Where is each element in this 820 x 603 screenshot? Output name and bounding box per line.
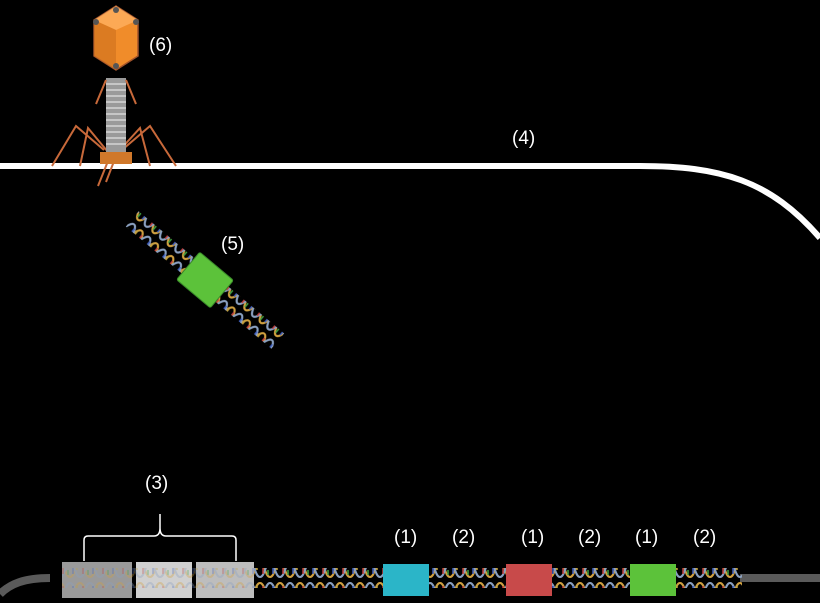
spacer-block-red — [506, 564, 552, 596]
label-spacer-3: (2) — [693, 527, 716, 548]
label-spacer-2: (2) — [578, 527, 601, 548]
label-membrane: (4) — [512, 128, 535, 149]
cas-genes-bracket — [83, 514, 237, 561]
label-injected-dna: (5) — [221, 234, 244, 255]
label-repeat-2: (1) — [521, 527, 544, 548]
chromosome-left-end — [0, 574, 51, 597]
spacer-block-teal — [383, 564, 429, 596]
label-phage: (6) — [149, 35, 172, 56]
cas-genes — [62, 562, 254, 598]
bacteriophage-icon — [51, 5, 177, 187]
injected-dna — [125, 211, 285, 349]
label-repeat-3: (1) — [635, 527, 658, 548]
label-spacer-1: (2) — [452, 527, 475, 548]
label-cas-genes: (3) — [145, 473, 168, 494]
spacer-block-green — [630, 564, 676, 596]
crispr-array-dna — [252, 568, 742, 588]
label-repeat-1: (1) — [394, 527, 417, 548]
cell-membrane — [0, 163, 820, 240]
